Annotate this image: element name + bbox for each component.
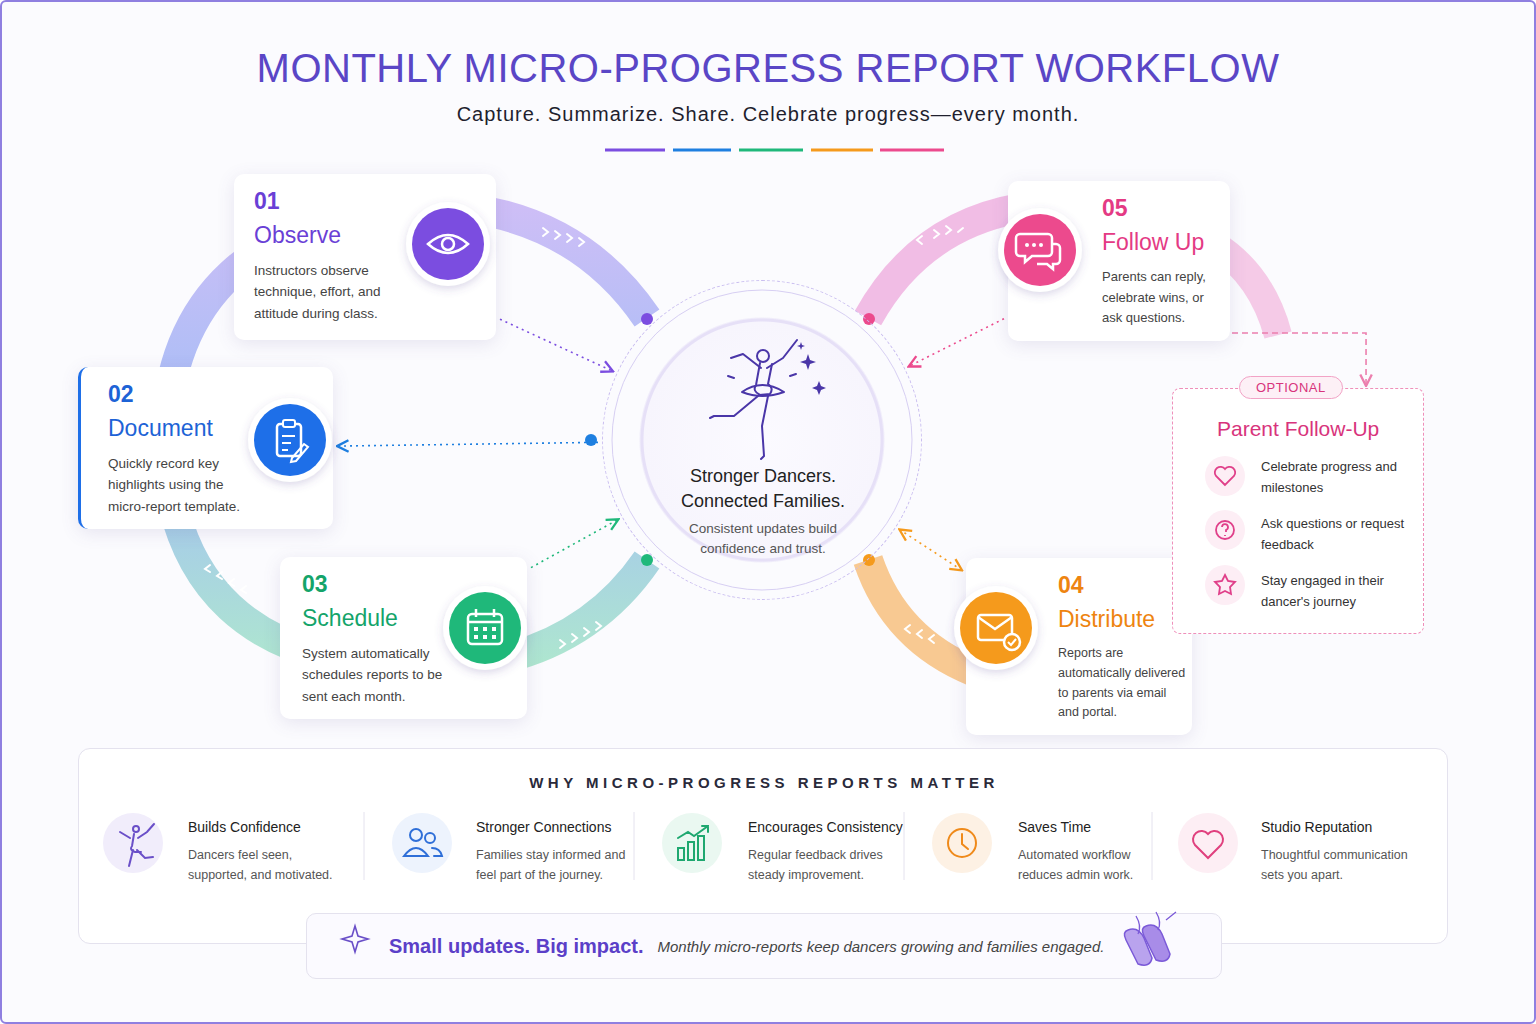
diagram-title: MONTHLY MICRO-PROGRESS REPORT WORKFLOW bbox=[0, 46, 1536, 91]
step-title: Observe bbox=[254, 222, 341, 249]
step-description: Instructors observe technique, effort, a… bbox=[254, 260, 404, 324]
orange-arc bbox=[868, 560, 975, 672]
benefit-title: Saves Time bbox=[1018, 819, 1188, 835]
benefit-item: Builds ConfidenceDancers feel seen, supp… bbox=[101, 811, 351, 901]
benefit-description: Regular feedback drives steady improveme… bbox=[748, 845, 908, 885]
benefit-description: Automated workflow reduces admin work. bbox=[1018, 845, 1178, 885]
benefit-icons bbox=[103, 813, 1238, 873]
optional-box: OPTIONALParent Follow-UpCelebrate progre… bbox=[1172, 388, 1424, 634]
step-number: 04 bbox=[1058, 572, 1084, 599]
benefit-title: Encourages Consistency bbox=[748, 819, 918, 835]
benefit-description: Thoughtful communication sets you apart. bbox=[1261, 845, 1421, 885]
step-number: 03 bbox=[302, 571, 328, 598]
panel-dividers bbox=[364, 812, 1152, 880]
observe-icon bbox=[406, 202, 490, 286]
step-card: 02DocumentQuickly record key highlights … bbox=[78, 367, 333, 529]
benefit-title: Builds Confidence bbox=[188, 819, 358, 835]
optional-item: Celebrate progress and milestones bbox=[1261, 457, 1411, 499]
step-number: 02 bbox=[108, 381, 134, 408]
benefit-description: Dancers feel seen, supported, and motiva… bbox=[188, 845, 348, 885]
optional-item-icons bbox=[1205, 456, 1245, 605]
tagline-text: Monthly micro-reports keep dancers growi… bbox=[658, 938, 1105, 955]
optional-item: Ask questions or request feedback bbox=[1261, 514, 1411, 556]
step-title: Document bbox=[108, 415, 213, 442]
dotted-connector bbox=[500, 319, 613, 371]
distribute-icon bbox=[954, 586, 1038, 670]
step-description: Quickly record key highlights using the … bbox=[108, 453, 258, 517]
benefit-title: Stronger Connections bbox=[476, 819, 646, 835]
benefit-item: Stronger ConnectionsFamilies stay inform… bbox=[389, 811, 639, 901]
followup-icon bbox=[998, 208, 1082, 292]
benefit-item: Saves TimeAutomated workflow reduces adm… bbox=[931, 811, 1181, 901]
banner-decor bbox=[342, 912, 1176, 965]
dotted-connector bbox=[531, 519, 618, 567]
tagline-heading: Small updates. Big impact. bbox=[389, 935, 644, 958]
dotted-connector bbox=[909, 319, 1004, 367]
schedule-icon bbox=[443, 586, 527, 670]
optional-pill: OPTIONAL bbox=[1239, 376, 1343, 399]
step-card: 01ObserveInstructors observe technique, … bbox=[234, 174, 496, 340]
center-heading: Stronger Dancers. Connected Families. bbox=[653, 464, 873, 514]
step-number: 01 bbox=[254, 188, 280, 215]
benefit-item: Studio ReputationThoughtful communicatio… bbox=[1174, 811, 1424, 901]
dotted-connector bbox=[899, 530, 962, 571]
document-icon bbox=[248, 398, 332, 482]
step-title: Distribute bbox=[1058, 606, 1155, 633]
step-card: 05Follow Up Parents can reply, celebrate … bbox=[1008, 181, 1230, 341]
step-card: 04DistributeReports are automatically de… bbox=[966, 558, 1192, 735]
optional-title: Parent Follow-Up bbox=[1217, 417, 1379, 441]
step-card: 03ScheduleSystem automatically schedules… bbox=[280, 557, 527, 719]
center-subtext: Consistent updates build confidence and … bbox=[668, 519, 858, 560]
benefit-title: Studio Reputation bbox=[1261, 819, 1431, 835]
step-number: 05 bbox=[1102, 195, 1128, 222]
benefit-item: Encourages ConsistencyRegular feedback d… bbox=[661, 811, 911, 901]
optional-item: Stay engaged in their dancer's journey bbox=[1261, 571, 1411, 613]
panel-heading: WHY MICRO-PROGRESS REPORTS MATTER bbox=[79, 774, 1449, 791]
step-description: Parents can reply, celebrate wins, or as… bbox=[1102, 267, 1226, 329]
step-description: System automatically schedules reports t… bbox=[302, 643, 447, 707]
step-description: Reports are automatically delivered to p… bbox=[1058, 644, 1186, 723]
dotted-connector bbox=[337, 442, 598, 446]
sparkles bbox=[797, 342, 826, 395]
tagline-banner: Small updates. Big impact. Monthly micro-… bbox=[306, 913, 1222, 979]
diagram-caption: Capture. Summarize. Share. Celebrate pro… bbox=[0, 103, 1536, 126]
color-bars bbox=[605, 149, 944, 152]
benefit-description: Families stay informed and feel part of … bbox=[476, 845, 636, 885]
step-title: Follow Up bbox=[1102, 229, 1204, 256]
center-circle: Stronger Dancers. Connected Families. Con… bbox=[602, 280, 922, 600]
step-title: Schedule bbox=[302, 605, 398, 632]
dancer-illustration bbox=[710, 340, 797, 459]
